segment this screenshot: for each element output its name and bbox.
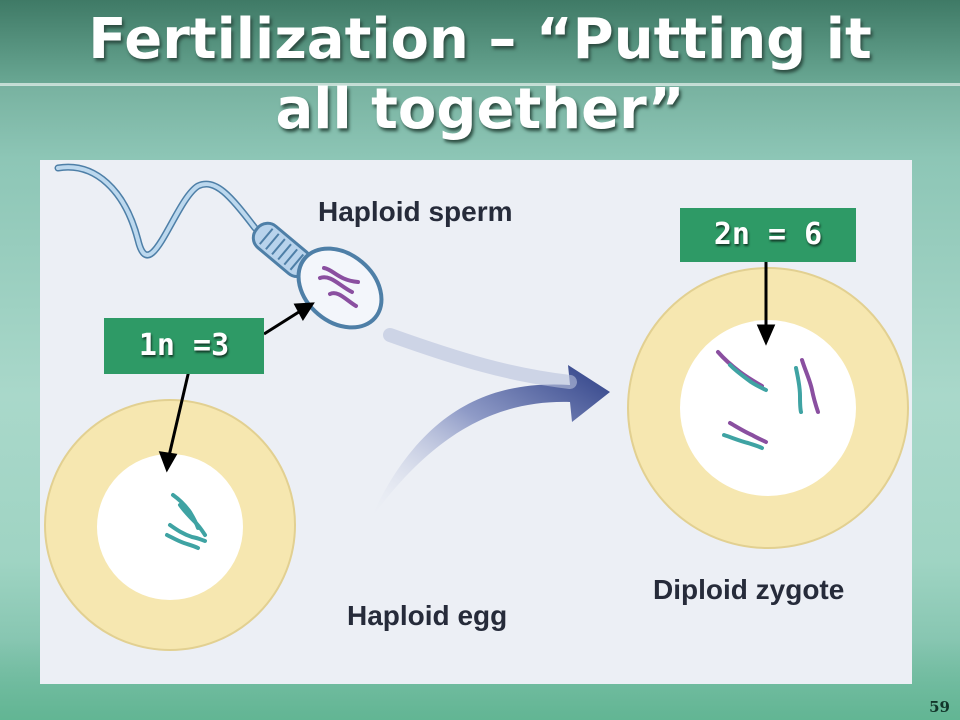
slide-title-line-1: Fertilization – “Putting it xyxy=(88,7,872,72)
haploid-count-callout: 1n =3 xyxy=(104,318,264,374)
diploid-count-callout: 2n = 6 xyxy=(680,208,856,262)
sperm-tail xyxy=(54,163,259,259)
diploid-zygote-label: Diploid zygote xyxy=(653,574,845,605)
pointer-arrows xyxy=(158,258,776,473)
slide-title-line-2: all together” xyxy=(275,77,685,142)
sperm-tail-highlight xyxy=(56,165,257,257)
zygote-nucleus xyxy=(680,320,856,496)
figure-drawing xyxy=(44,163,909,651)
fertilization-figure: Haploid sperm Haploid egg Diploid zygote… xyxy=(40,160,912,684)
page-number: 59 xyxy=(929,698,950,716)
title-divider xyxy=(0,83,960,86)
title-band xyxy=(0,0,960,85)
slide-title: Fertilization – “Putting it all together… xyxy=(0,0,960,150)
egg-chromosomes xyxy=(165,493,207,550)
sperm-chromosomes xyxy=(318,266,360,308)
sperm-arrow-shadow xyxy=(383,328,577,389)
zygote-chromosomes xyxy=(716,350,820,450)
haploid-sperm-label: Haploid sperm xyxy=(318,196,513,227)
haploid-egg-label: Haploid egg xyxy=(347,600,508,631)
sperm-head xyxy=(296,246,384,330)
fertilization-arrow xyxy=(370,365,610,520)
